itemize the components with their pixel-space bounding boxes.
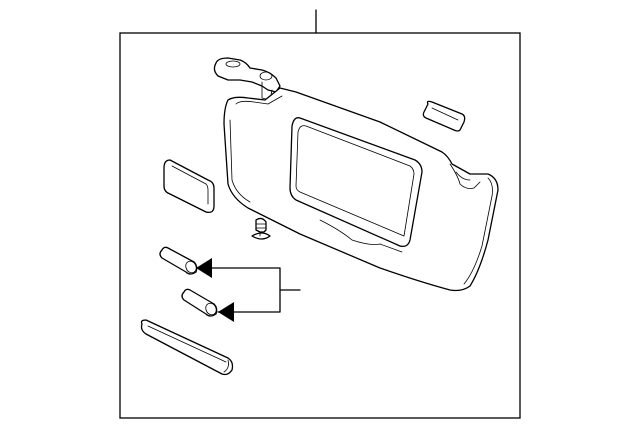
sun-visor-icon[interactable] — [213, 57, 499, 292]
visor-clip-icon — [213, 57, 281, 101]
bulb-icon[interactable] — [159, 246, 198, 275]
arrow-upper-icon — [196, 258, 212, 278]
screw-icon[interactable] — [251, 217, 271, 240]
trim-strip-icon[interactable] — [140, 319, 234, 376]
diagram-frame — [119, 32, 521, 419]
bulb-icon[interactable] — [181, 288, 218, 317]
bulb-bracket-callout — [196, 258, 301, 322]
arrow-lower-icon — [218, 302, 234, 322]
lamp-lens-icon[interactable] — [422, 100, 466, 132]
lamp-lens-icon[interactable] — [163, 159, 215, 214]
